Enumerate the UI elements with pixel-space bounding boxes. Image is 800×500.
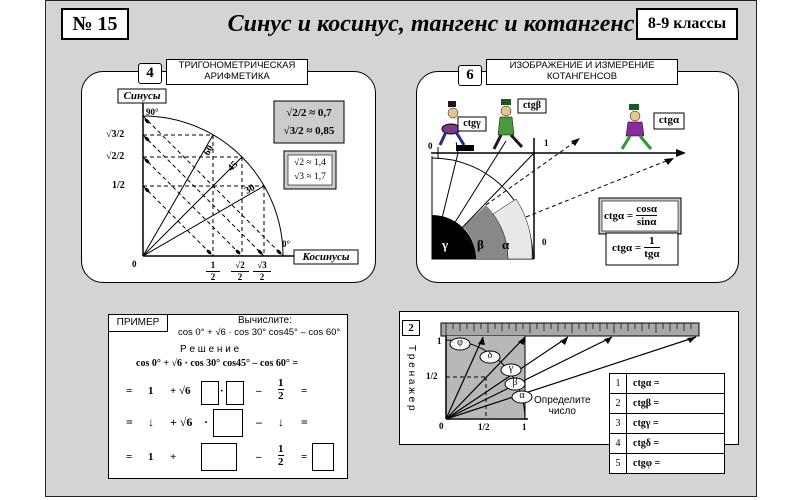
cot-one-top: 1 — [544, 138, 549, 148]
figure-gamma — [438, 101, 466, 146]
y-tick-half: 1/2 — [112, 180, 125, 191]
answer-box[interactable] — [201, 381, 219, 405]
trainer-x-half: 1/2 — [478, 422, 490, 432]
table-row: 5 ctgφ = — [610, 454, 724, 473]
trainer-vertical-label: Т р е н а ж е р — [406, 345, 417, 411]
page-title: Синус и косинус, тангенс и котангенс — [227, 11, 635, 37]
answer-box[interactable] — [201, 443, 237, 471]
y-tick-sqrt2-2: √2/2 — [106, 151, 125, 162]
trainer-x-one: 1 — [522, 422, 527, 432]
answer-field[interactable]: ctgγ = — [633, 418, 659, 429]
sector-beta: β — [477, 237, 484, 252]
solution-expression: cos 0° + √6 · cos 30° cos45° – cos 60° = — [136, 358, 299, 369]
label-0-degrees: 0° — [282, 239, 291, 249]
trainer-answer-table: 1 ctgα = 2 ctgβ = 3 ctgγ = 4 ctgδ = 5 ct… — [609, 373, 725, 474]
trainer-delta: δ — [487, 350, 493, 361]
solution-heading: Р е ш е н и е — [180, 344, 240, 355]
table-row: 1 ctgα = — [610, 374, 724, 394]
cot-zero-top: 0 — [428, 141, 433, 151]
trainer-badge: 2 — [402, 320, 420, 336]
figure-alpha — [620, 104, 653, 150]
axis-label-cosines: Косинусы — [302, 251, 350, 263]
figure-beta — [492, 99, 524, 150]
label-90-degrees: 90° — [146, 107, 159, 117]
y-tick-sqrt3-2: √3/2 — [106, 129, 125, 140]
trainer-y-one: 1 — [437, 336, 442, 346]
answer-field[interactable]: ctgφ = — [633, 458, 661, 469]
table-row: 4 ctgδ = — [610, 434, 724, 454]
ctg-alpha-label: ctgα — [658, 114, 680, 126]
approx-box-large: √2/2 ≈ 0,7√3/2 ≈ 0,85 — [283, 107, 335, 137]
sector-alpha: α — [502, 237, 510, 252]
sector-gamma: γ — [442, 237, 449, 252]
trainer-gamma: γ — [508, 363, 514, 374]
trainer-phi: φ — [457, 337, 463, 348]
trainer-beta: β — [512, 377, 518, 388]
panel-badge-6: 6 — [458, 65, 482, 86]
answer-box[interactable] — [226, 381, 244, 405]
example-label: ПРИМЕР — [108, 314, 168, 332]
cot-zero-side: 0 — [542, 237, 547, 247]
unit-quarter-circle-diagram — [117, 88, 359, 265]
origin-label: 0 — [132, 259, 137, 269]
answer-field[interactable]: ctgβ = — [633, 398, 660, 409]
answer-box[interactable] — [213, 409, 243, 437]
trainer-y-half: 1/2 — [426, 371, 438, 381]
approx-box-small: √2 ≈ 1,4√3 ≈ 1,7 — [294, 158, 326, 182]
solution-row-2: = ↓ + √6 · – ↓ = — [126, 409, 336, 439]
card-number: № 15 — [61, 8, 129, 40]
trainer-diagram — [440, 322, 700, 420]
task-title: Вычислите: — [238, 315, 292, 326]
ctg-beta-label: ctgβ — [522, 100, 542, 111]
table-row: 2 ctgβ = — [610, 394, 724, 414]
panel-badge-4: 4 — [138, 63, 162, 84]
task-expression: cos 0° + √6 · cos 30° cos45° – cos 60° — [178, 327, 341, 338]
grade-label: 8-9 классы — [636, 8, 738, 40]
trainer-x-zero: 0 — [439, 421, 444, 431]
panel-cotangent-measure — [416, 71, 739, 283]
cotangent-diagram — [431, 98, 686, 266]
axis-label-sines: Синусы — [123, 90, 161, 102]
table-row: 3 ctgγ = — [610, 414, 724, 434]
ctg-gamma-label: ctgγ — [463, 118, 481, 129]
worksheet: № 15 Синус и косинус, тангенс и котанген… — [45, 0, 757, 497]
answer-box[interactable] — [312, 443, 334, 471]
answer-field[interactable]: ctgδ = — [633, 438, 660, 449]
answer-field[interactable]: ctgα = — [633, 378, 660, 389]
trainer-alpha: α — [519, 390, 525, 401]
